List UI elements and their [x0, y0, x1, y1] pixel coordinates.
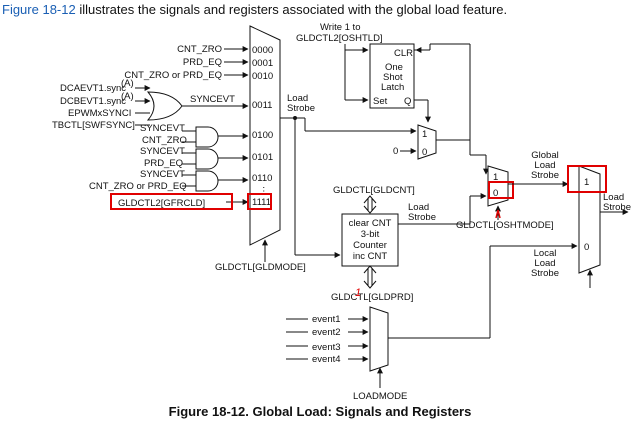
input-prd-eq: PRD_EQ: [183, 57, 222, 68]
global-load-label-line1: Global: [531, 150, 558, 161]
oshtmode-label: GLDCTL[OSHTMODE]: [456, 220, 554, 231]
three-bit-counter: [341, 213, 399, 267]
loadmode-event-mux: [369, 306, 389, 372]
latch-clr: CLR: [394, 48, 413, 59]
gate2-input-syncevt: SYNCEVT: [140, 146, 185, 157]
output-load-label-line2: Strobe: [603, 202, 631, 213]
counter-line1: clear CNT: [349, 218, 392, 229]
counter-line3: Counter: [353, 240, 387, 251]
oshtmode-mux-bit-0: 0: [493, 188, 498, 199]
input-cnt-zro: CNT_ZRO: [177, 44, 222, 55]
dcbevt1-superscript: (A): [121, 91, 134, 102]
gate2-input-prd-eq: PRD_EQ: [144, 158, 183, 169]
oshtmode-bit0-highlight-box: [488, 181, 514, 199]
global-load-label-line2: Load: [534, 160, 555, 171]
event-4-label: event4: [312, 354, 341, 365]
mux-code-2: 0010: [252, 71, 273, 82]
handwritten-red-mark: 1: [355, 287, 361, 299]
latch-line2: Shot: [383, 72, 403, 83]
handwritten-arrow-mark: [495, 209, 501, 219]
gate3-input-syncevt: SYNCEVT: [140, 169, 185, 180]
write1-label-line1: Write 1 to: [320, 22, 360, 33]
and-gate-1: [195, 126, 219, 148]
gldcnt-label: GLDCTL[GLDCNT]: [333, 185, 415, 196]
final-mux-bit-1: 1: [584, 177, 589, 188]
and-gate-3: [195, 170, 219, 192]
write1-label-line2: GLDCTL2[OSHTLD]: [296, 33, 383, 44]
gate3-input-cnt-zro-or-prd-eq: CNT_ZRO or PRD_EQ: [89, 181, 187, 192]
intro-sentence: illustrates the signals and registers as…: [75, 2, 508, 17]
latch-line3: Latch: [381, 82, 404, 93]
load-strobe-label-line2: Strobe: [287, 103, 315, 114]
counter-load-label-line2: Strobe: [408, 212, 436, 223]
event-3-label: event3: [312, 342, 341, 353]
local-load-label-line2: Load: [534, 258, 555, 269]
latch-mux-bit-1: 1: [422, 129, 427, 140]
loadmode-label: LOADMODE: [353, 391, 407, 402]
mux-code-1: 0001: [252, 58, 273, 69]
mux-code-7: 1111: [252, 197, 271, 208]
latch-set: Set: [373, 96, 388, 107]
input-cnt-zro-or-prd-eq: CNT_ZRO or PRD_EQ: [124, 70, 222, 81]
global-local-select-mux: [578, 165, 601, 274]
syncevt-label: SYNCEVT: [190, 94, 235, 105]
and-gate-2: [195, 148, 219, 170]
oshtmode-mux-bit-1: 1: [493, 172, 498, 183]
mux-code-5: 0101: [252, 152, 273, 163]
intro-text: Figure 18-12 illustrates the signals and…: [2, 2, 507, 17]
gldmode-label: GLDCTL[GLDMODE]: [215, 262, 306, 273]
mux-code-3: 0011: [252, 100, 272, 111]
figure-reference-link[interactable]: Figure 18-12: [2, 2, 76, 17]
output-load-label-line1: Load: [603, 192, 624, 203]
mux-code-6: 0110: [252, 173, 272, 184]
one-shot-latch: [369, 43, 415, 109]
input-gldctl2-gfrcld: GLDCTL2[GFRCLD]: [118, 198, 205, 209]
input-tbctl-swfsync: TBCTL[SWFSYNC]: [52, 120, 135, 131]
sync-or-gate: [146, 91, 183, 121]
local-load-label-line3: Strobe: [531, 268, 559, 279]
latch-mux-bit-0: 0: [422, 147, 427, 158]
latch-select-mux: [417, 124, 437, 160]
input-epwmxsynci: EPWMxSYNCI: [68, 108, 131, 119]
event-1-label: event1: [312, 314, 341, 325]
load-strobe-label-line1: Load: [287, 93, 308, 104]
local-load-label-line1: Local: [534, 248, 557, 259]
mux-code-4: 0100: [252, 130, 273, 141]
latch-q: Q: [404, 96, 411, 107]
counter-line2: 3-bit: [361, 229, 380, 240]
final-mux-bit-0: 0: [584, 242, 589, 253]
global-load-label-line3: Strobe: [531, 170, 559, 181]
dcaevt1-superscript: (A): [121, 78, 134, 89]
counter-line4: inc CNT: [353, 251, 388, 262]
input-dcaevt1-sync: DCAEVT1.sync: [60, 83, 126, 94]
gldmode-selection-mux: [249, 25, 281, 246]
code-1111-highlight-box: [247, 193, 272, 210]
event-2-label: event2: [312, 327, 341, 338]
mux-code-0: 0000: [252, 45, 273, 56]
counter-load-label-line1: Load: [408, 202, 429, 213]
gfrcld-highlight-box: [110, 193, 233, 210]
latch-line1: One: [385, 62, 403, 73]
figure-caption: Figure 18-12. Global Load: Signals and R…: [168, 404, 472, 419]
gate1-input-cnt-zro: CNT_ZRO: [142, 135, 187, 146]
global-load-bit1-highlight-box: [567, 165, 607, 193]
input-dcbevt1-sync: DCBEVT1.sync: [60, 96, 126, 107]
mux-ellipsis: ⋮: [259, 186, 269, 197]
zero-input-label: 0: [393, 146, 398, 157]
gldprd-label: GLDCTL[GLDPRD]: [331, 292, 413, 303]
gate1-input-syncevt: SYNCEVT: [140, 123, 185, 134]
